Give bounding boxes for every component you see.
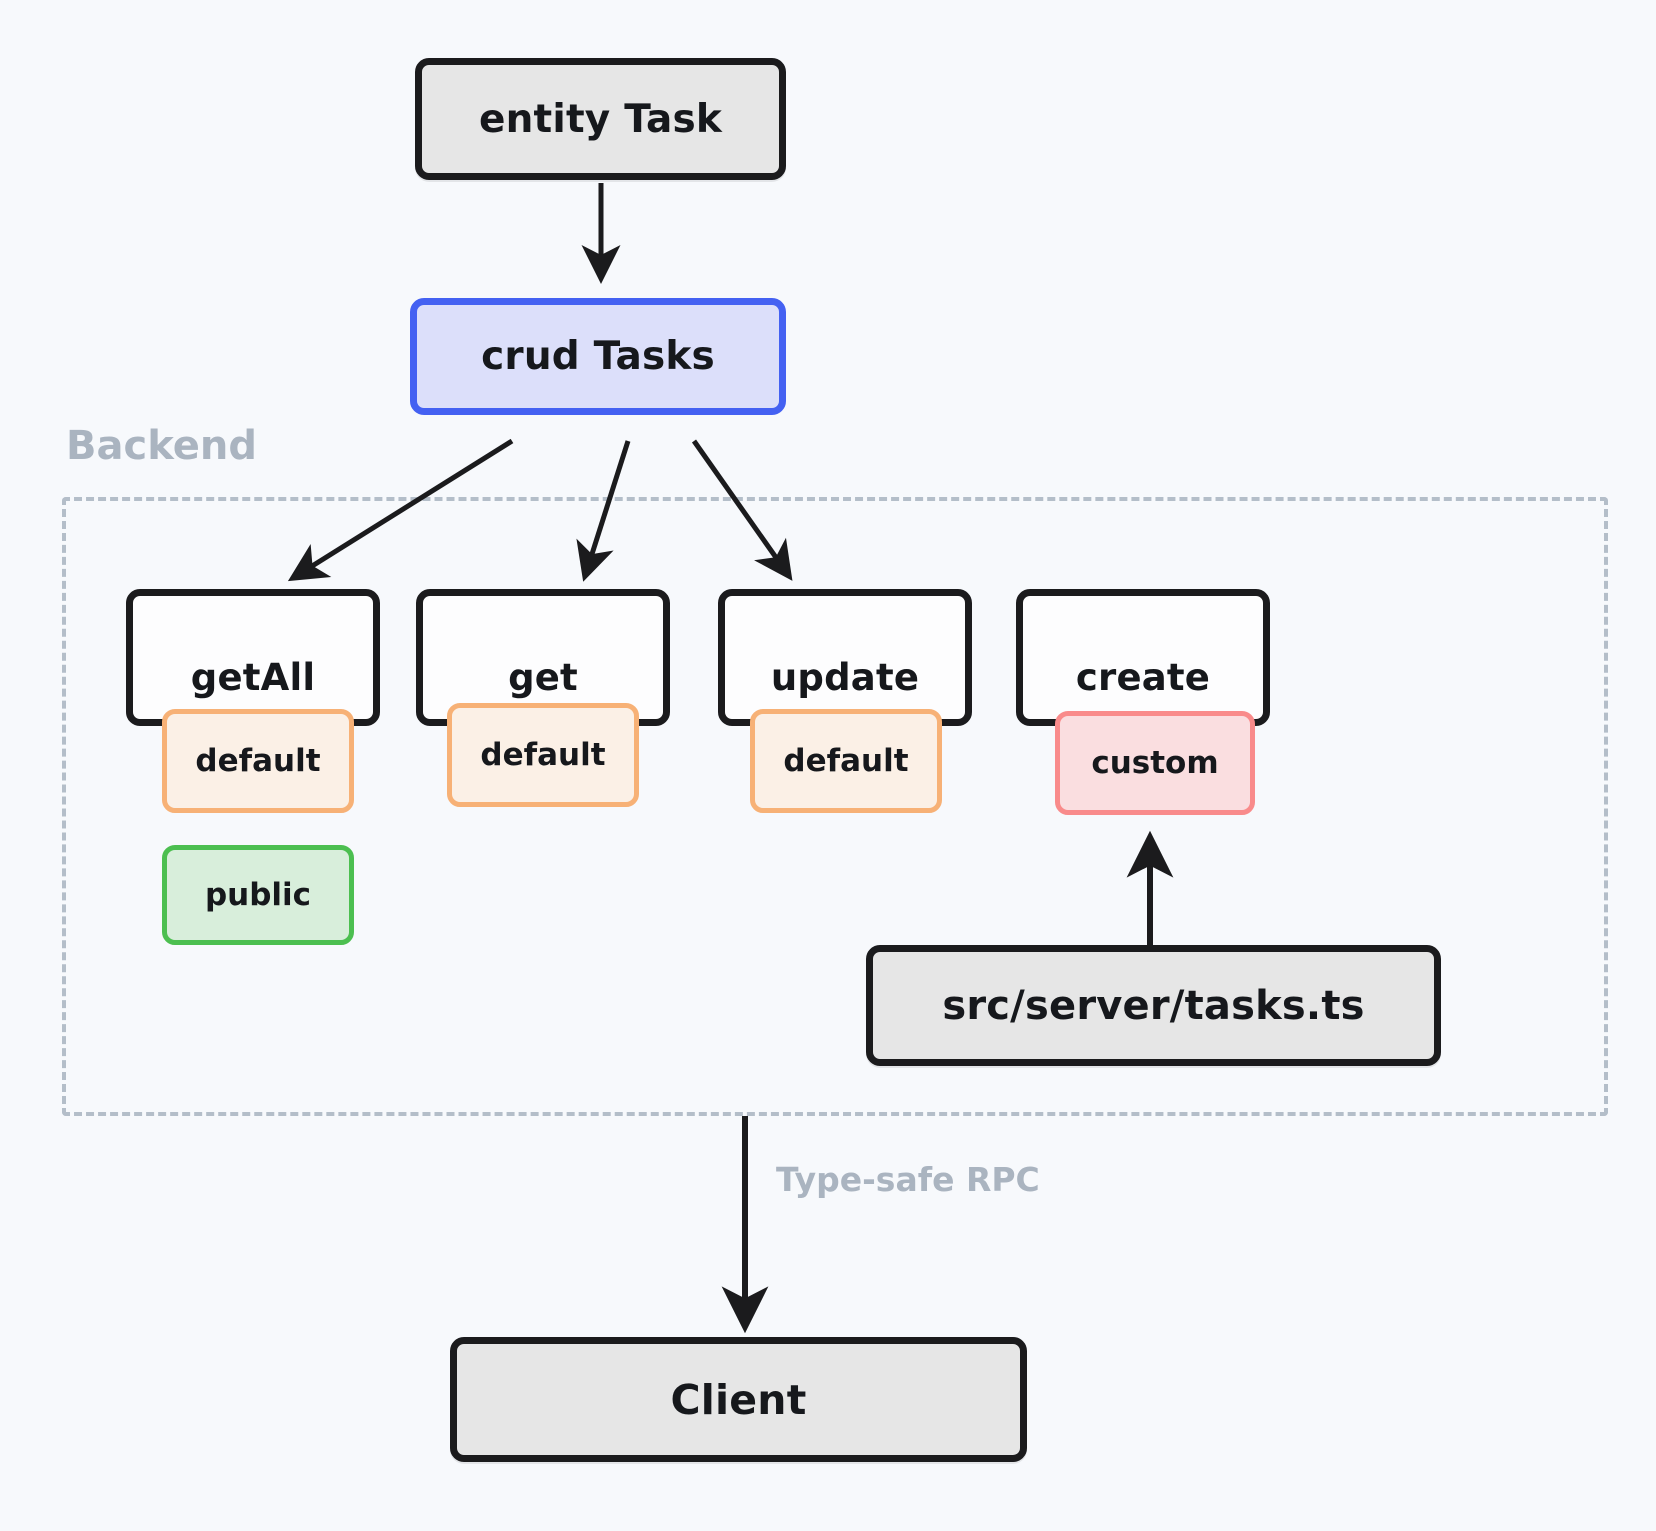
badge-getall-public[interactable]: public: [162, 845, 354, 945]
backend-group-label: Backend: [66, 423, 257, 469]
badge-getall-default[interactable]: default: [162, 709, 354, 813]
badge-get-default[interactable]: default: [447, 703, 639, 807]
backend-group-boundary: [62, 497, 1608, 1116]
node-crud-tasks[interactable]: crud Tasks: [410, 298, 786, 415]
node-source-file-tasks-ts[interactable]: src/server/tasks.ts: [866, 945, 1441, 1066]
badge-update-default[interactable]: default: [750, 709, 942, 813]
edge-label-type-safe-rpc: Type-safe RPC: [776, 1160, 1040, 1199]
node-method-create[interactable]: create: [1016, 589, 1270, 726]
node-method-getall[interactable]: getAll: [126, 589, 380, 726]
badge-create-custom[interactable]: custom: [1055, 711, 1255, 815]
node-entity-task[interactable]: entity Task: [415, 58, 786, 180]
node-client[interactable]: Client: [450, 1337, 1027, 1462]
node-method-update[interactable]: update: [718, 589, 972, 726]
